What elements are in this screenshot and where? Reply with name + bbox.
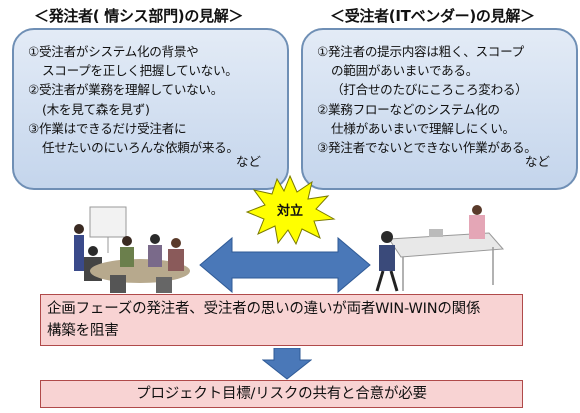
- solution-statement-box: プロジェクト目標/リスクの共有と合意が必要: [40, 380, 523, 408]
- vendor-item-2b: 仕様があいまいで理解しにくい。: [331, 120, 515, 136]
- client-view-heading: ＜発注者( 情シス部門)の見解＞: [34, 7, 244, 25]
- vendor-item-1a: ①発注者の提示内容は粗く、スコープ: [317, 44, 524, 59]
- vendor-item-3: ③発注者でないとできない作業がある。: [317, 140, 537, 156]
- problem-line-1: 企画フェーズの発注者、受注者の思いの違いが両者WIN-WINの関係: [47, 301, 481, 317]
- problem-line-2: 構築を阻害: [47, 323, 119, 339]
- vendor-item-1b: の範囲があいまいである。: [331, 63, 479, 79]
- client-etc-label: など: [235, 154, 261, 169]
- solution-text: プロジェクト目標/リスクの共有と合意が必要: [136, 386, 427, 402]
- client-item-1b: スコープを正しく把握していない。: [42, 63, 238, 79]
- vendor-view-panel: ①発注者の提示内容は粗く、スコープ の範囲があいまいである。 （打合せのたびにこ…: [301, 28, 578, 190]
- problem-statement-box: 企画フェーズの発注者、受注者の思いの違いが両者WIN-WINの関係 構築を阻害: [40, 294, 523, 346]
- client-view-list: ①受注者がシステム化の背景や スコープを正しく把握していない。 ②受注者が業務を…: [28, 42, 239, 157]
- burst-icon: [245, 174, 336, 246]
- client-item-2a: ②受注者が業務を理解していない。: [28, 82, 224, 98]
- down-arrow-icon: [262, 348, 312, 380]
- conflict-label: 対立: [276, 204, 303, 219]
- client-view-panel: ①受注者がシステム化の背景や スコープを正しく把握していない。 ②受注者が業務を…: [12, 28, 289, 190]
- discussion-people-illustration: [375, 205, 505, 292]
- client-item-3b: 任せたいのにいろんな依頼が来る。: [42, 140, 239, 156]
- vendor-etc-label: など: [524, 154, 550, 169]
- vendor-view-heading: ＜受注者(ITベンダー)の見解＞: [330, 7, 535, 25]
- double-arrow-icon: [199, 236, 371, 294]
- meeting-people-illustration: [74, 206, 190, 293]
- vendor-item-1c: （打合せのたびにころころ変わる）: [331, 82, 528, 98]
- client-item-3a: ③作業はできるだけ受注者に: [28, 120, 187, 136]
- client-item-1a: ①受注者がシステム化の背景や: [28, 44, 199, 59]
- vendor-view-list: ①発注者の提示内容は粗く、スコープ の範囲があいまいである。 （打合せのたびにこ…: [317, 42, 537, 157]
- vendor-item-2a: ②業務フローなどのシステム化の: [317, 101, 500, 117]
- client-item-2b: (木を見て森を見ず): [42, 101, 150, 117]
